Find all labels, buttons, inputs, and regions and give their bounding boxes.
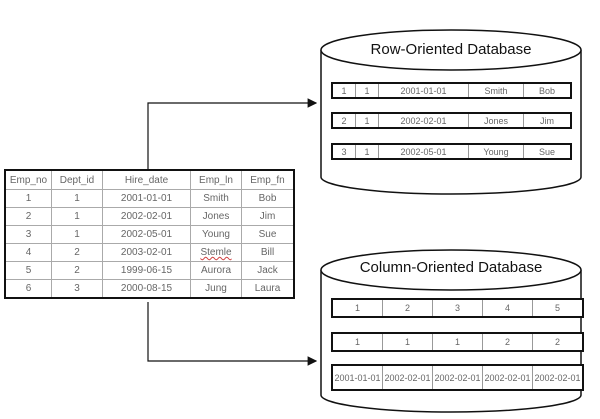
col-db-title: Column-Oriented Database [359, 259, 543, 276]
table-header-row: Emp_no Dept_id Hire_date Emp_ln Emp_fn [4, 169, 295, 190]
arrow-to-col-db [147, 302, 318, 366]
header-emp-fn: Emp_fn [241, 169, 295, 190]
table-cell: 2002-05-01 [102, 225, 191, 244]
column-cell: 2002-02-01 [482, 366, 532, 389]
table-cell: Laura [241, 279, 295, 299]
record-cell: 2002-05-01 [378, 145, 468, 158]
table-cell: Jones [190, 207, 242, 226]
table-cell: 3 [51, 279, 103, 299]
table-cell: 5 [4, 261, 52, 280]
table-cell: 2 [4, 207, 52, 226]
record-cell: Young [468, 145, 523, 158]
row-db-record: 2 1 2002-02-01 Jones Jim [331, 112, 572, 129]
table-cell: 1 [4, 189, 52, 208]
table-cell: 2003-02-01 [102, 243, 191, 262]
column-cell: 4 [482, 300, 532, 316]
column-cell: 1 [382, 334, 432, 350]
record-cell: Sue [523, 145, 570, 158]
column-cell: 1 [354, 303, 360, 313]
row-db-title: Row-Oriented Database [370, 41, 532, 58]
table-row: 1 1 2001-01-01 Smith Bob [4, 189, 295, 208]
column-cell: 2001-01-01 [334, 372, 381, 383]
table-cell: Aurora [190, 261, 242, 280]
record-cell: Jim [523, 114, 570, 127]
record-cell: Bob [523, 84, 570, 97]
header-emp-ln: Emp_ln [190, 169, 242, 190]
table-cell: Bill [241, 243, 295, 262]
table-cell: 2002-02-01 [102, 207, 191, 226]
column-cell: 2002-02-01 [432, 366, 482, 389]
column-cell: 5 [532, 300, 582, 316]
record-cell: 1 [355, 114, 378, 127]
table-cell: 3 [4, 225, 52, 244]
employee-table: Emp_no Dept_id Hire_date Emp_ln Emp_fn 1… [4, 169, 295, 299]
table-cell: 4 [4, 243, 52, 262]
row-db-record: 3 1 2002-05-01 Young Sue [331, 143, 572, 160]
table-cell: 2 [51, 243, 103, 262]
table-cell: Jung [190, 279, 242, 299]
table-cell: 1 [51, 225, 103, 244]
col-db-column: 1 1 1 2 2 [331, 332, 584, 352]
table-cell: 6 [4, 279, 52, 299]
record-cell: 1 [355, 145, 378, 158]
column-cell: 2002-02-01 [532, 366, 582, 389]
table-cell: 1 [51, 189, 103, 208]
record-cell: 1 [341, 85, 347, 96]
record-cell: 3 [341, 146, 347, 157]
column-cell: 2 [482, 334, 532, 350]
column-cell: 1 [432, 334, 482, 350]
col-db-column: 2001-01-01 2002-02-01 2002-02-01 2002-02… [331, 364, 584, 391]
arrow-to-row-db [147, 98, 318, 169]
header-dept-id: Dept_id [51, 169, 103, 190]
column-cell: 1 [354, 337, 360, 347]
record-cell: 1 [355, 84, 378, 97]
table-cell: Bob [241, 189, 295, 208]
row-db-record: 1 1 2001-01-01 Smith Bob [331, 82, 572, 99]
table-cell: Sue [241, 225, 295, 244]
table-row: 3 1 2002-05-01 Young Sue [4, 225, 295, 244]
table-cell: 2000-08-15 [102, 279, 191, 299]
table-cell: 2 [51, 261, 103, 280]
table-cell: Jim [241, 207, 295, 226]
column-cell: 3 [432, 300, 482, 316]
column-cell: 2 [532, 334, 582, 350]
table-row: 2 1 2002-02-01 Jones Jim [4, 207, 295, 226]
table-cell: 2001-01-01 [102, 189, 191, 208]
column-cell: 2 [382, 300, 432, 316]
table-cell: Young [190, 225, 242, 244]
header-hire-date: Hire_date [102, 169, 191, 190]
header-emp-no: Emp_no [4, 169, 52, 190]
table-cell: Jack [241, 261, 295, 280]
table-row: 5 2 1999-06-15 Aurora Jack [4, 261, 295, 280]
table-row: 6 3 2000-08-15 Jung Laura [4, 279, 295, 299]
record-cell: 2 [341, 115, 347, 126]
misspelled-word: Stemle [200, 247, 232, 258]
record-cell: 2001-01-01 [378, 84, 468, 97]
table-cell: Smith [190, 189, 242, 208]
column-cell: 2002-02-01 [382, 366, 432, 389]
record-cell: 2002-02-01 [378, 114, 468, 127]
table-cell: 1 [51, 207, 103, 226]
col-db-column: 1 2 3 4 5 [331, 298, 584, 318]
table-cell: Stemle [190, 243, 242, 262]
record-cell: Jones [468, 114, 523, 127]
table-row: 4 2 2003-02-01 Stemle Bill [4, 243, 295, 262]
record-cell: Smith [468, 84, 523, 97]
table-cell: 1999-06-15 [102, 261, 191, 280]
